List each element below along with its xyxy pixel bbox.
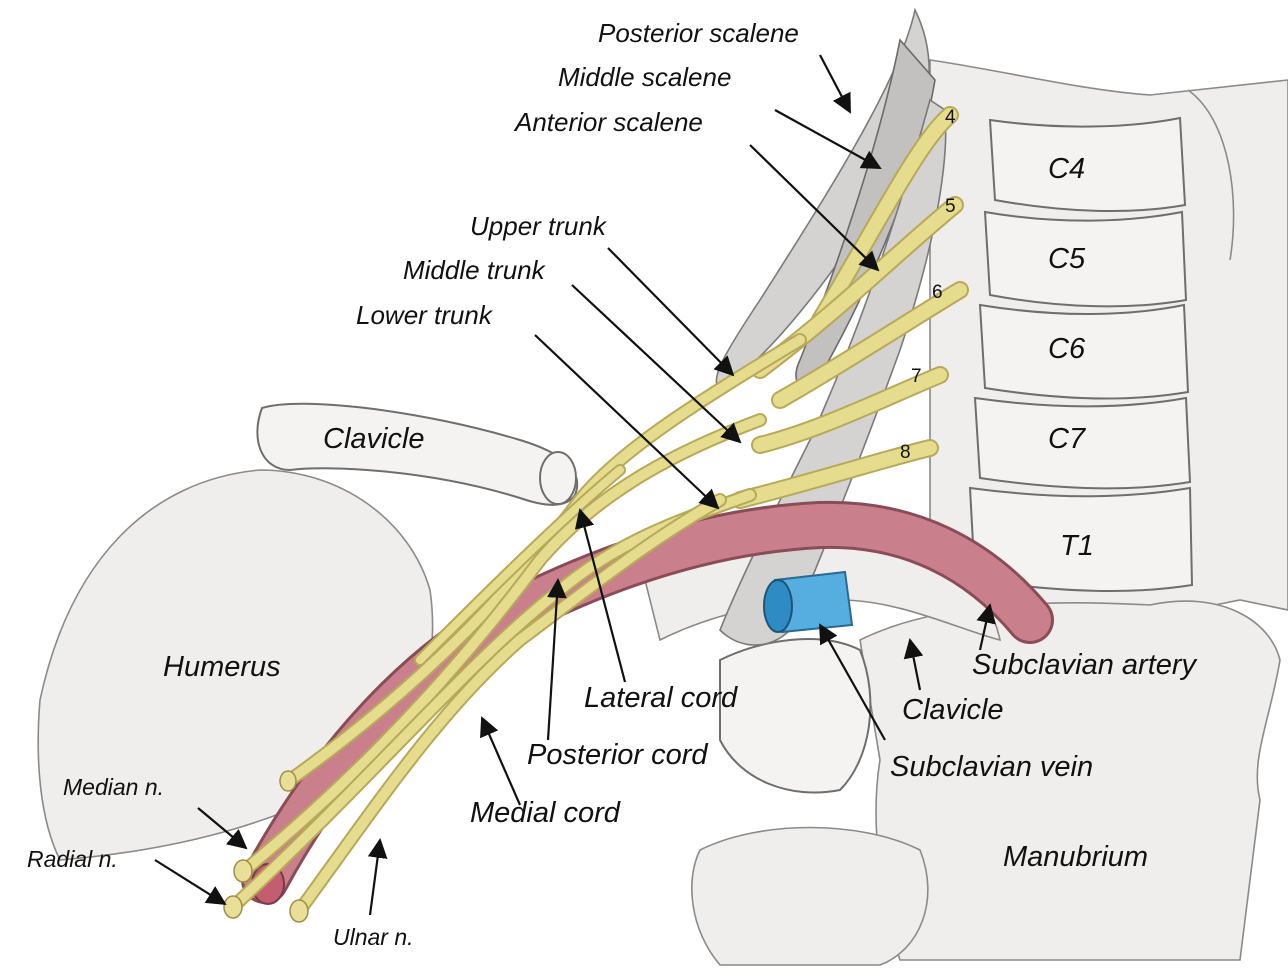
clavicle-end-cap bbox=[539, 451, 577, 505]
leader-posterior-scalene bbox=[819, 54, 851, 114]
root-number-6: 6 bbox=[932, 282, 943, 303]
label-middle-scalene: Middle scalene bbox=[558, 62, 731, 92]
label-upper-trunk: Upper trunk bbox=[470, 211, 608, 241]
leader-subclavian-vein bbox=[819, 623, 886, 741]
label-c5: C5 bbox=[1048, 243, 1086, 275]
clavicle-medial-end bbox=[719, 638, 872, 794]
vertebra-c7 bbox=[973, 396, 1192, 490]
label-c6: C6 bbox=[1048, 333, 1086, 365]
leader-subclavian-artery bbox=[976, 603, 996, 651]
leader-lines bbox=[154, 54, 996, 916]
subclavian-vein bbox=[763, 570, 854, 634]
label-median-n: Median n. bbox=[63, 774, 164, 800]
leader-ulnar-n bbox=[367, 838, 388, 916]
leader-middle-trunk bbox=[571, 284, 742, 444]
leader-lower-trunk bbox=[534, 334, 720, 510]
label-posterior-scalene: Posterior scalene bbox=[598, 18, 799, 48]
radial-nerve-end bbox=[223, 895, 243, 919]
label-anterior-scalene: Anterior scalene bbox=[513, 107, 703, 137]
root-number-4: 4 bbox=[945, 107, 956, 128]
vertebral-column bbox=[929, 59, 1288, 611]
vertebra-c5 bbox=[983, 210, 1188, 308]
root-number-7: 7 bbox=[911, 366, 922, 387]
leader-middle-scalene bbox=[774, 109, 882, 169]
root-number-8: 8 bbox=[900, 442, 911, 463]
vertebra-c6 bbox=[978, 303, 1190, 400]
label-clavicle-right: Clavicle bbox=[902, 694, 1004, 726]
root-number-5: 5 bbox=[945, 196, 956, 217]
label-manubrium: Manubrium bbox=[1003, 841, 1148, 873]
label-ulnar-n: Ulnar n. bbox=[333, 924, 414, 950]
rib-curve bbox=[1187, 89, 1235, 261]
label-subclavian-artery: Subclavian artery bbox=[972, 649, 1198, 681]
ulnar-nerve-end bbox=[289, 899, 309, 923]
label-middle-trunk: Middle trunk bbox=[403, 255, 547, 285]
vein-cut-end bbox=[763, 579, 793, 633]
label-subclavian-vein: Subclavian vein bbox=[890, 751, 1093, 783]
root-numbers: 4 5 6 7 8 bbox=[900, 107, 956, 463]
label-humerus: Humerus bbox=[163, 651, 281, 683]
label-c4: C4 bbox=[1048, 153, 1085, 185]
label-medial-cord: Medial cord bbox=[470, 797, 621, 829]
label-radial-n: Radial n. bbox=[27, 846, 118, 872]
leader-median-n bbox=[197, 807, 248, 850]
lateral-nerve-end bbox=[279, 770, 297, 792]
labels: Posterior scalene Middle scalene Anterio… bbox=[27, 18, 1198, 950]
label-c7: C7 bbox=[1048, 423, 1087, 455]
label-clavicle-left: Clavicle bbox=[323, 423, 425, 455]
lower-clavicle-shape bbox=[691, 826, 929, 966]
vertebra-c4 bbox=[988, 116, 1187, 213]
leader-radial-n bbox=[154, 859, 227, 906]
label-lateral-cord: Lateral cord bbox=[584, 682, 738, 714]
vertebra-t1 bbox=[968, 486, 1194, 593]
leader-clavicle-right bbox=[903, 638, 924, 691]
label-t1: T1 bbox=[1060, 530, 1094, 562]
brachial-plexus-nerves bbox=[223, 106, 969, 923]
leader-posterior-cord bbox=[546, 578, 567, 741]
leader-anterior-scalene bbox=[749, 144, 880, 272]
leader-lateral-cord bbox=[574, 508, 627, 683]
clavicle-shaft bbox=[256, 402, 578, 506]
label-posterior-cord: Posterior cord bbox=[527, 739, 708, 771]
leader-medial-cord bbox=[480, 716, 522, 806]
leader-upper-trunk bbox=[607, 247, 735, 377]
median-nerve-end bbox=[233, 859, 253, 883]
label-lower-trunk: Lower trunk bbox=[356, 300, 494, 330]
